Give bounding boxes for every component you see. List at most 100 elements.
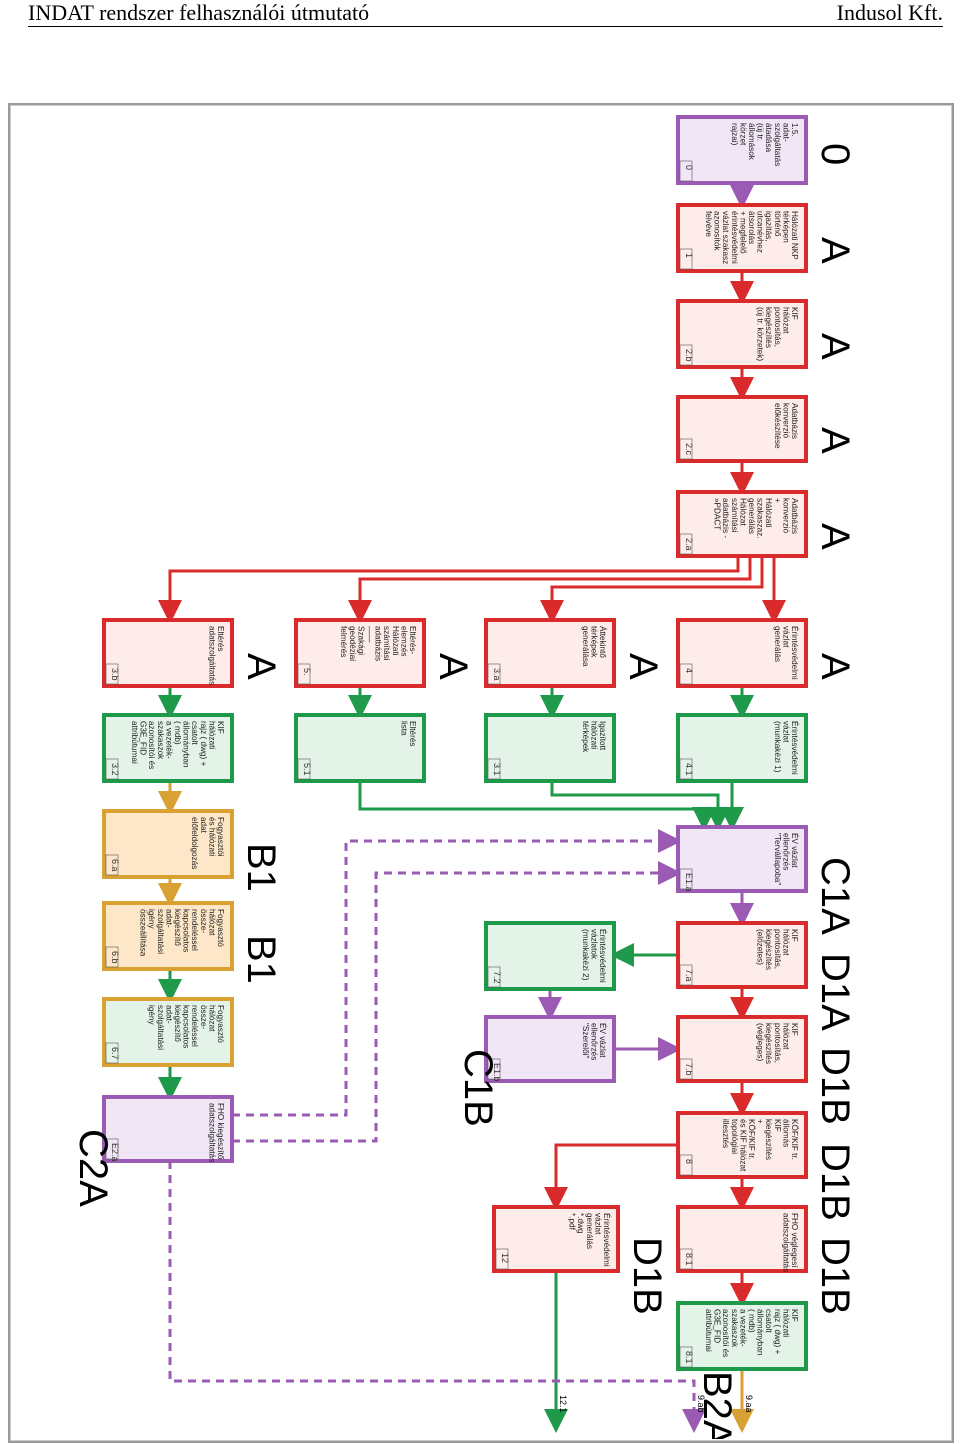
connector-2a-to-3b (158, 556, 740, 624)
process-box-text: Érintésvédelmivázlatgenerálás*.dwg*.pdf (568, 1213, 612, 1267)
process-box-line: össze- (199, 909, 208, 933)
process-box-id-frame (679, 1154, 693, 1176)
process-box-line: összeállítása (139, 909, 148, 957)
phase-label: A (813, 333, 857, 360)
process-box-line: hálózat (781, 307, 790, 334)
process-box-line: G3E_FID (713, 1309, 722, 1343)
diagram-stage: 1.5.adat-szolgáltatásátadása(új tr.állom… (10, 105, 950, 1444)
process-box-frame (676, 618, 808, 688)
process-box-frame (676, 115, 808, 185)
process-box-frame (102, 1095, 234, 1163)
process-box-text: ÉV vázlatellenőrzés"Tervállapoba" (773, 833, 800, 885)
phase-label: A (813, 237, 857, 264)
process-box-line: Hálózati (391, 626, 400, 656)
process-box-text: Eltérés-elemzésHálózatiszámításiadatbázi… (339, 626, 417, 661)
process-box: ÉV vázlatellenőrzés"Szerelői"E1.b (484, 1015, 616, 1083)
process-box-line: Hálózati (764, 498, 773, 528)
process-box-line: pontosítás, (773, 929, 782, 969)
process-box: KÖF/KIF tr.állomásKIFkiegészítés+KÖF/KIF… (676, 1111, 808, 1179)
process-box-line: geodéziai (348, 626, 357, 661)
process-box-line: térképek (589, 626, 598, 658)
process-box-line: rajz ( dwg) + (773, 1309, 782, 1354)
process-box-frame (676, 1301, 808, 1371)
process-box-line: Eltérés (408, 721, 417, 746)
process-box-line: Hálózat (738, 498, 747, 526)
process-box-id-frame (297, 663, 311, 685)
process-box-line: vázlat szakasz (721, 211, 730, 264)
process-box-frame (294, 713, 426, 783)
process-box-line: KIF (790, 307, 799, 320)
process-box-line: Fogyasztó (216, 1005, 225, 1043)
process-box-id-frame (679, 1058, 693, 1080)
process-box-id: 2.c (684, 443, 694, 456)
process-box-line: állomások (747, 123, 756, 161)
process-box-line: G3E_FID (139, 721, 148, 755)
process-box-id: 6.7 (110, 1047, 120, 1060)
process-box-id-frame (679, 248, 693, 270)
phase-label: D1B (813, 1047, 857, 1125)
process-box: Fogyasztóiés hálózatiadatelőfeldolgozás6… (102, 809, 234, 879)
process-box-line: a vezeték- (738, 1309, 747, 1347)
process-box-id-frame (487, 663, 501, 685)
process-box-line: (végleges) (756, 1023, 765, 1062)
process-box-line: érintésvédelmi (730, 211, 739, 264)
process-box-line: vázlat (781, 626, 790, 648)
process-box: 1.5.adat-szolgáltatásátadása(új tr.állom… (676, 115, 808, 185)
process-box-id: 7.2 (492, 971, 502, 984)
process-box-line: számítási (730, 498, 739, 533)
process-box-line: 1.5. (790, 123, 799, 137)
process-box-line: attribútumai (704, 1309, 713, 1352)
process-boxes: 1.5.adat-szolgáltatásátadása(új tr.állom… (102, 115, 808, 1371)
process-box-line: Érintésvédelmi (790, 626, 800, 680)
process-box-line: a vezeték- (164, 721, 173, 759)
process-box-line: —— (365, 626, 374, 643)
process-box-line: + (756, 1119, 765, 1124)
process-box-id: 5. (302, 668, 312, 676)
process-box-line: adatszolgáltatás (781, 1213, 790, 1272)
process-box-line: kapcsolatos (182, 1005, 191, 1048)
process-box-line: KIF (790, 1023, 799, 1036)
process-box-frame (676, 1205, 808, 1273)
process-box-line: szolgáltatási (156, 909, 165, 954)
process-box-id-frame (297, 758, 311, 780)
process-box-line: felmérés (339, 626, 348, 657)
process-box-line: adatbázis (374, 626, 383, 661)
process-box-frame (484, 713, 616, 783)
document-title: INDAT rendszer felhasználói útmutató (28, 0, 370, 25)
process-box-line: szolgáltatás (773, 123, 782, 166)
process-box-id: 3.2 (110, 763, 120, 776)
process-box-id: 3.b (110, 668, 120, 681)
connector-8-to-12 (544, 1143, 678, 1211)
process-box-line: Fogyasztói (216, 817, 225, 857)
company-name: Indusol Kft. (836, 0, 943, 25)
process-box: Fogyasztóhálózatössze-rendelésselkapcsol… (102, 997, 234, 1067)
process-box-id-frame (679, 663, 693, 685)
process-box-line: csatolt (190, 721, 199, 745)
phase-label: D1B (813, 1143, 857, 1221)
process-box-id: 12 (500, 1253, 510, 1263)
phase-label: D1B (813, 1237, 857, 1315)
process-box-id: 8.1 (684, 1351, 694, 1364)
process-box-line: adatbázis - (721, 498, 730, 538)
process-box-line: pontosítás, (773, 1023, 782, 1063)
process-box-line: FHO kiegészítő (216, 1103, 225, 1160)
process-box-line: térképen (781, 211, 790, 243)
process-box-line: Eltérés (216, 626, 225, 651)
phase-label: A (621, 653, 665, 680)
phase-label: B1 (239, 935, 283, 984)
process-box: ÉV vázlatellenőrzés"Tervállapoba"E1.a (676, 825, 808, 893)
process-box-text: Eltéréslista (399, 721, 417, 746)
process-box-id-frame (679, 964, 693, 986)
process-box-id: 7.b (684, 1063, 694, 1076)
process-box-id-frame (487, 966, 501, 988)
process-box-line: vázlat (781, 721, 790, 743)
output-label-9aa: 9.aa (744, 1395, 754, 1413)
process-box: Érintésvédelmivázlatgenerálás*.dwg*.pdf 1… (492, 1205, 620, 1273)
process-box-id-frame (105, 663, 119, 685)
process-box-id-frame (679, 344, 693, 366)
process-box: Hálózati NKPtérképentörténőigazítás,utca… (676, 203, 808, 273)
process-box-id-frame (105, 1138, 119, 1160)
